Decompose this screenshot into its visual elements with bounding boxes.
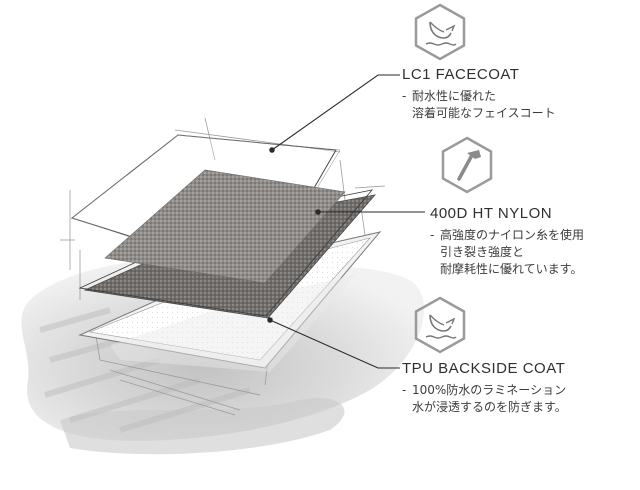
tpu-label: TPU BACKSIDE COAT -100%防水のラミネーション 水が浸透する… xyxy=(402,360,567,416)
facecoat-label: LC1 FACECOAT -耐水性に優れた 溶着可能なフェイスコート xyxy=(402,66,556,122)
leader-line-facecoat xyxy=(271,74,400,151)
tpu-title: TPU BACKSIDE COAT xyxy=(402,360,566,377)
facecoat-title: LC1 FACECOAT xyxy=(402,66,520,83)
nylon-title: 400D HT NYLON xyxy=(430,205,553,222)
nylon-label: 400D HT NYLON -高強度のナイロン糸を使用 引き裂き強度と 耐摩耗性… xyxy=(430,205,584,278)
leader-line-tpu xyxy=(269,319,400,369)
leader-dot-nylon xyxy=(315,209,321,215)
water-bird-hex-icon xyxy=(414,3,466,61)
nylon-desc-line-2: 引き裂き強度と xyxy=(440,245,525,259)
hammer-hex-icon xyxy=(441,136,493,194)
facecoat-layer xyxy=(70,134,346,284)
facecoat-desc-line-1: 耐水性に優れた xyxy=(412,89,497,103)
facecoat-desc-line-2: 溶着可能なフェイスコート xyxy=(412,106,556,120)
leader-dot-facecoat xyxy=(269,147,275,153)
tpu-desc-line-1: 100%防水のラミネーション xyxy=(412,383,567,397)
water-bird-hex-icon xyxy=(414,296,466,354)
tpu-desc-line-2: 水が浸透するのを防ぎます。 xyxy=(412,400,567,414)
leader-dot-tpu xyxy=(267,317,273,323)
nylon-desc-line-1: 高強度のナイロン糸を使用 xyxy=(440,228,585,242)
nylon-description: -高強度のナイロン糸を使用 引き裂き強度と 耐摩耗性に優れています。 xyxy=(430,228,585,276)
facecoat-description: -耐水性に優れた 溶着可能なフェイスコート xyxy=(402,89,556,120)
nylon-desc-line-3: 耐摩耗性に優れています。 xyxy=(440,262,583,276)
leader-lines xyxy=(267,74,425,369)
tpu-description: -100%防水のラミネーション 水が浸透するのを防ぎます。 xyxy=(402,383,567,414)
